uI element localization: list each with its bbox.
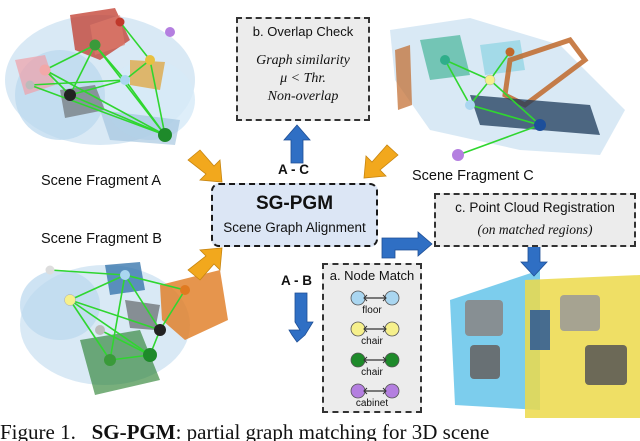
arrow-registration-down xyxy=(520,245,548,277)
node-label-cabinet: cabinet xyxy=(355,398,389,409)
sg-pgm-subtitle: Scene Graph Alignment xyxy=(223,220,366,235)
scene-fragment-c-graph xyxy=(444,51,541,156)
node-pair-cabinet xyxy=(350,383,400,399)
caption-rest: : partial graph matching for 3D scene xyxy=(175,420,490,441)
edge-label-a-c: A - C xyxy=(278,162,309,177)
node-label-chair-1: chair xyxy=(361,336,383,347)
node-match-pairs xyxy=(350,290,400,399)
overlap-line-3: Non-overlap xyxy=(267,89,339,104)
scene-fragment-c-cloud xyxy=(390,18,625,155)
registration-title: c. Point Cloud Registration xyxy=(455,200,615,215)
registration-result-cloud xyxy=(445,268,640,418)
arrow-center-to-overlap xyxy=(283,124,311,164)
sg-pgm-title: SG-PGM xyxy=(255,193,334,214)
scene-fragment-b-nodes xyxy=(45,265,190,366)
arrow-to-registration xyxy=(381,231,433,259)
figure-caption: Figure 1. SG-PGM: partial graph matching… xyxy=(0,420,640,441)
node-match-box: a. Node Match xyxy=(322,263,422,413)
node-match-title: a. Node Match xyxy=(329,268,415,283)
orange-arrows xyxy=(187,144,399,281)
scene-fragment-b-label: Scene Fragment B xyxy=(41,231,162,247)
caption-name: SG-PGM xyxy=(91,420,176,441)
edge-label-a-b: A - B xyxy=(281,273,312,288)
scene-fragment-c-label: Scene Fragment C xyxy=(412,168,534,184)
arrow-to-node-match xyxy=(288,292,314,343)
caption-prefix: Figure 1. xyxy=(0,420,76,441)
node-pair-chair-green xyxy=(350,352,400,368)
node-pair-floor xyxy=(350,290,400,306)
scene-fragment-c-nodes xyxy=(440,47,546,161)
registration-subtitle: (on matched regions) xyxy=(477,222,593,237)
node-pair-chair-yellow xyxy=(350,321,400,337)
blue-arrows xyxy=(283,124,548,343)
node-label-floor: floor xyxy=(362,305,382,316)
overlap-check-box: b. Overlap Check Graph similarity μ < Th… xyxy=(236,17,370,121)
arrow-c-to-center xyxy=(363,144,399,179)
overlap-line-2: μ < Thr. xyxy=(280,71,326,86)
scene-fragment-b-graph xyxy=(49,269,186,361)
node-label-chair-2: chair xyxy=(361,367,383,378)
scene-fragment-a-nodes xyxy=(25,17,175,142)
scene-fragment-a-label: Scene Fragment A xyxy=(41,173,162,189)
overlap-line-1: Graph similarity xyxy=(256,53,350,68)
scene-fragment-a-graph xyxy=(29,21,166,136)
arrow-b-to-center xyxy=(187,247,223,281)
sg-pgm-box: SG-PGM Scene Graph Alignment xyxy=(211,183,378,247)
arrow-a-to-center xyxy=(187,149,223,183)
registration-box: c. Point Cloud Registration (on matched … xyxy=(434,193,636,247)
overlap-check-title: b. Overlap Check xyxy=(252,24,354,39)
